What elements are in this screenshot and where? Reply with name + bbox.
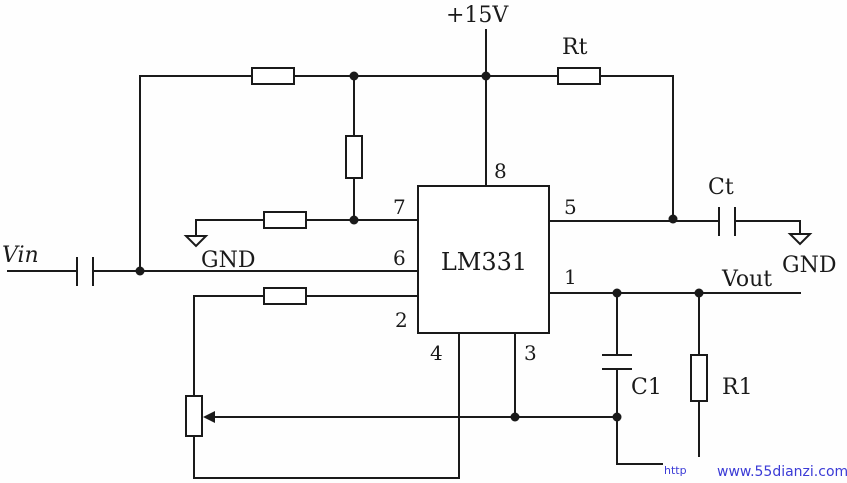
ct-label: Ct xyxy=(708,175,734,200)
vin-label: Vin xyxy=(2,243,39,268)
resistors xyxy=(185,67,708,437)
wire-pin2 xyxy=(193,295,419,397)
c1-label: C1 xyxy=(631,375,662,400)
r1-label: R1 xyxy=(722,375,753,400)
watermark-site: www.55dianzi.com xyxy=(717,464,847,480)
supply-label: +15V xyxy=(446,3,509,28)
capacitor-vin xyxy=(76,257,94,286)
junction-dot xyxy=(349,215,359,225)
capacitors xyxy=(76,207,736,370)
potentiometer xyxy=(185,395,203,437)
pin-1-label: 1 xyxy=(564,265,577,289)
junction-dot xyxy=(510,412,520,422)
junction-dot xyxy=(694,288,704,298)
junction-dot xyxy=(612,288,622,298)
gnd-right-label: GND xyxy=(782,253,836,278)
resistor-pin2 xyxy=(263,287,307,305)
pin-6-label: 6 xyxy=(393,246,406,270)
resistor-rt xyxy=(557,67,601,85)
junction-dot xyxy=(349,71,359,81)
potentiometer-wiper-arrow xyxy=(203,411,215,423)
vout-label: Vout xyxy=(721,267,772,292)
pin-5-label: 5 xyxy=(564,195,577,219)
wire-top-rail-right xyxy=(485,75,674,219)
junction-dot xyxy=(135,266,145,276)
pin-7-label: 7 xyxy=(393,195,406,219)
pin-8-label: 8 xyxy=(494,159,507,183)
capacitor-c1 xyxy=(602,354,632,370)
junction-dot xyxy=(481,71,491,81)
ic-lm331-body xyxy=(417,185,550,334)
junctions xyxy=(135,71,704,422)
wire-c1 xyxy=(616,292,663,465)
gnd-right-symbol xyxy=(787,233,813,246)
capacitor-ct xyxy=(718,207,736,236)
junction-dot xyxy=(668,214,678,224)
pin-4-label: 4 xyxy=(430,341,443,365)
resistor-r1 xyxy=(690,354,708,402)
pin-2-label: 2 xyxy=(395,308,408,332)
junction-dot xyxy=(612,412,622,422)
gnd-left-symbol xyxy=(183,235,209,248)
wire-pin5 xyxy=(548,220,801,235)
rt-label: Rt xyxy=(562,35,588,60)
ic-name: LM331 xyxy=(441,248,527,276)
resistor-pin7 xyxy=(263,211,307,229)
resistor-vertical xyxy=(345,135,363,179)
pin-3-label: 3 xyxy=(524,341,537,365)
resistor-top-left xyxy=(251,67,295,85)
gnd-left-label: GND xyxy=(201,248,255,273)
wire-pin4-loop xyxy=(193,332,460,479)
wires xyxy=(7,29,801,479)
watermark-logo: http xyxy=(664,464,687,477)
